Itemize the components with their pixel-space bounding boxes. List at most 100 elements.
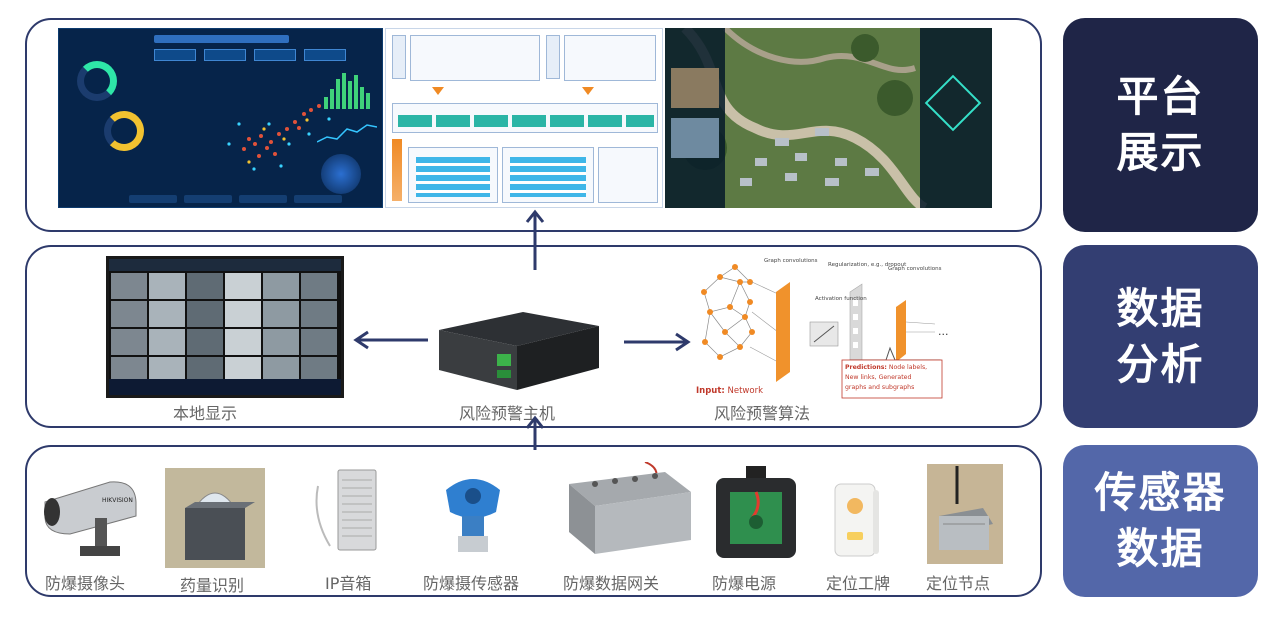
video-feed-cell: [263, 301, 299, 327]
arch-module: [512, 115, 546, 127]
video-feed-cell: [187, 301, 223, 327]
video-feed-cell: [301, 273, 337, 299]
dashboard-title-bar: [154, 35, 289, 43]
sensor-caption: 防爆数据网关: [563, 574, 660, 593]
sensor-caption: IP音箱: [325, 574, 372, 593]
dashboard-screenshot: [58, 28, 383, 208]
video-feed-cell: [301, 329, 337, 355]
video-feed-cell: [225, 273, 261, 299]
gnn-label-activation: Activation function: [815, 296, 867, 302]
dose-recognition-image: [165, 468, 265, 568]
sensor-layer-label: 传感器 数据: [1063, 445, 1258, 597]
arch-analysis-items: [510, 157, 586, 197]
sensor-label-line2: 数据: [1116, 524, 1205, 573]
gnn-algorithm-figure: Graph convolutions Regularization, e.g.,…: [696, 258, 949, 399]
video-feed-cell: [187, 329, 223, 355]
monitor-header: [109, 259, 341, 271]
line-mini-chart: [317, 124, 377, 143]
risk-algorithm-caption: 风险预警算法: [714, 404, 811, 423]
video-feed-cell: [263, 273, 299, 299]
video-feed-cell: [149, 329, 185, 355]
video-feed-cell: [301, 301, 337, 327]
arch-module: [474, 115, 508, 127]
video-feed-cell: [225, 357, 261, 383]
analysis-label-line2: 分析: [1116, 339, 1205, 389]
footer-tab: [129, 195, 177, 203]
kpi-tile: [204, 49, 246, 61]
arrow-down-icon: [432, 87, 444, 95]
arrow-up-icon: [525, 209, 545, 270]
sensor-caption: 定位工牌: [826, 574, 891, 593]
svg-text:HIKVISION: HIKVISION: [102, 497, 133, 504]
orange-double-arrow: [392, 139, 402, 201]
gnn-label-conv1: Graph convolutions: [764, 258, 818, 264]
system-architecture-screenshot: [385, 28, 663, 208]
monitor-footer: [109, 379, 341, 395]
arrow-down-icon: [582, 87, 594, 95]
sensor-caption: 防爆摄传感器: [423, 574, 520, 593]
video-feed-cell: [225, 301, 261, 327]
gauge-ring: [104, 111, 144, 151]
bar-mini-chart: [324, 69, 374, 109]
arch-terminal-box: [564, 35, 656, 81]
platform-label-line1: 平台: [1116, 72, 1205, 121]
arch-module: [550, 115, 584, 127]
sensor-caption: 防爆摄像头: [45, 574, 126, 593]
video-feed-cell: [111, 357, 147, 383]
arrow-left-icon: [353, 330, 428, 350]
gnn-predictions-line1: Predictions: Node labels,: [845, 364, 927, 371]
video-feed-cell: [111, 329, 147, 355]
arch-module: [436, 115, 470, 127]
explosion-proof-power-image: [716, 466, 796, 558]
platform-layer-label: 平台 展示: [1063, 18, 1258, 232]
video-feed-cell: [263, 329, 299, 355]
gnn-input-value: Network: [728, 386, 764, 396]
arch-module: [626, 115, 654, 127]
gauge-ring: [77, 61, 117, 101]
arrow-up-icon: [525, 415, 545, 450]
analysis-layer-label: 数据 分析: [1063, 245, 1258, 428]
globe-graphic: [321, 154, 361, 194]
explosion-proof-sensor-image: [446, 479, 500, 552]
kpi-tile: [304, 49, 346, 61]
risk-warning-host-device: [439, 312, 599, 390]
map-video-thumbnail: [671, 68, 719, 108]
map-right-hud: [920, 28, 992, 208]
arch-module: [588, 115, 622, 127]
video-feed-cell: [301, 357, 337, 383]
sensor-label-line1: 传感器: [1094, 468, 1227, 517]
gnn-label-conv2: Graph convolutions: [888, 266, 942, 272]
video-feed-cell: [111, 273, 147, 299]
arch-user-box: [598, 147, 658, 203]
local-display-caption: 本地显示: [173, 404, 238, 423]
video-feed-cell: [149, 301, 185, 327]
explosion-proof-gateway-image: [569, 462, 691, 554]
sensor-caption: 药量识别: [180, 576, 245, 595]
arch-supervision-box: [410, 35, 540, 81]
analysis-label-line1: 数据: [1116, 283, 1205, 333]
video-feed-cell: [225, 329, 261, 355]
platform-label-line2: 展示: [1116, 128, 1205, 177]
sensor-caption: 定位节点: [926, 574, 991, 593]
risk-scatter-map: [227, 104, 331, 171]
video-feed-cell: [149, 357, 185, 383]
video-feed-cell: [187, 357, 223, 383]
kpi-tile: [154, 49, 196, 61]
video-feed-cell: [187, 273, 223, 299]
gnn-predictions-key: Predictions:: [845, 364, 887, 371]
arrow-right-icon: [624, 332, 691, 352]
sensor-caption: 防爆电源: [712, 574, 777, 593]
local-display-monitor: [106, 256, 344, 398]
explosion-proof-camera-image: HIKVISION: [44, 481, 137, 556]
gnn-label-regularization: Regularization, e.g., dropout: [828, 262, 907, 268]
footer-tab: [239, 195, 287, 203]
arch-side-box: [546, 35, 560, 79]
arch-data-items: [416, 157, 490, 197]
arch-side-box: [392, 35, 406, 79]
gnn-input-label: Input: Network: [696, 386, 763, 396]
risk-host-caption: 风险预警主机: [459, 404, 556, 423]
gnn-predictions-value1: Node labels,: [889, 364, 927, 371]
gnn-predictions-line3: graphs and subgraphs: [845, 384, 914, 391]
video-feed-cell: [263, 357, 299, 383]
map-video-thumbnail: [671, 118, 719, 158]
